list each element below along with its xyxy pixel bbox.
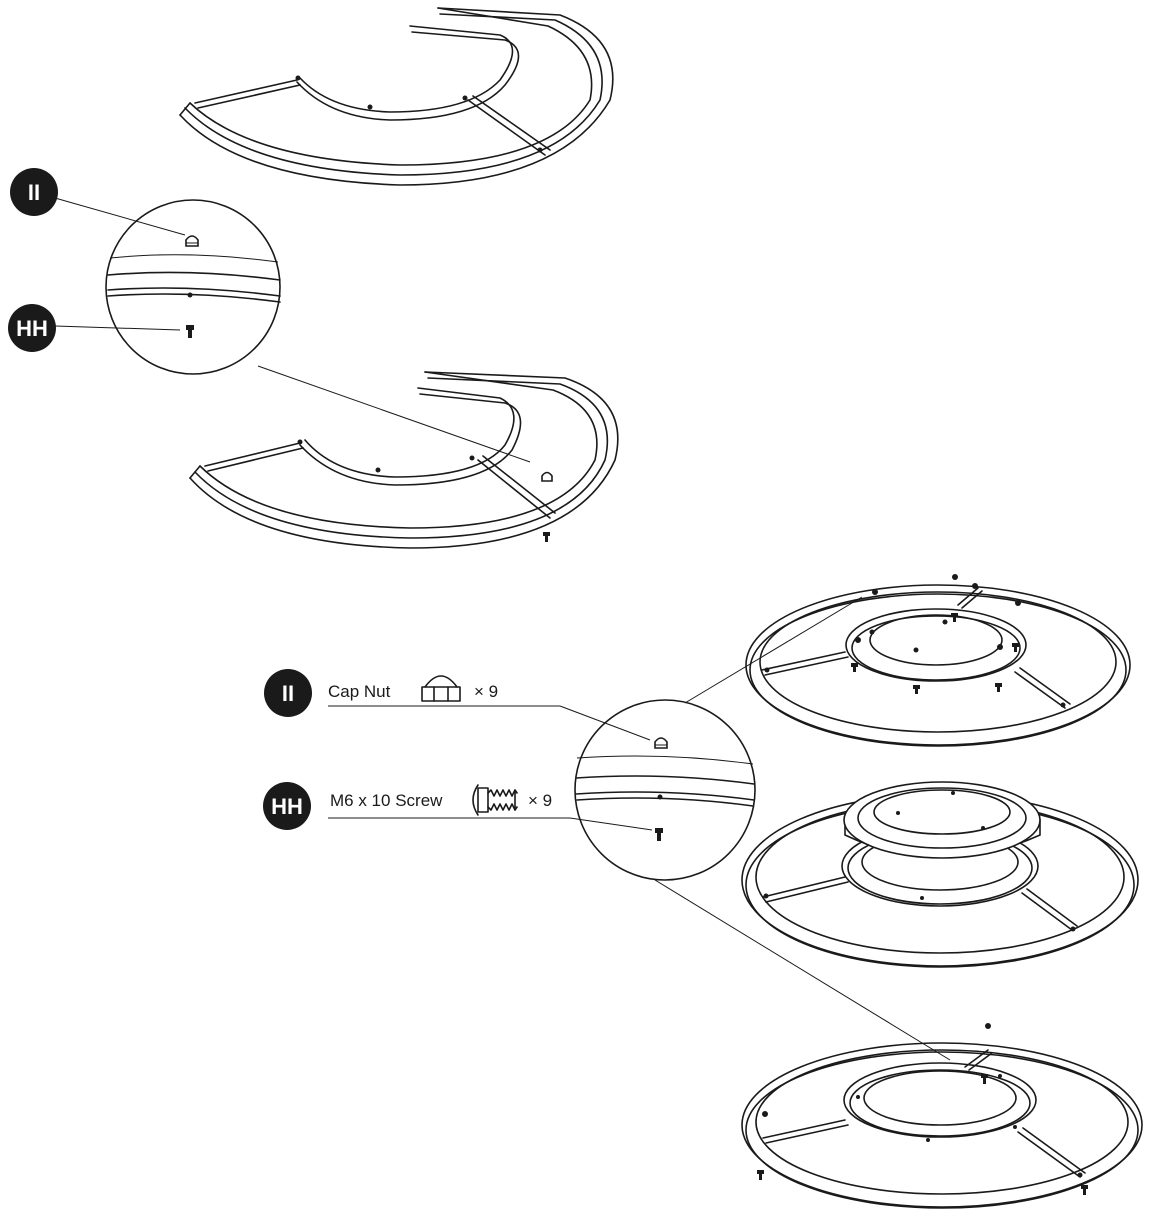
half-ring-middle (189, 371, 619, 549)
legend-cap-nut-qty: × 9 (474, 682, 498, 701)
full-disc-top (745, 574, 1131, 747)
screw-icon (186, 325, 194, 338)
legend-cap-nut-badge: II (282, 681, 294, 706)
legend-screw-badge: HH (271, 794, 303, 819)
badge-ii-left: II (10, 168, 58, 216)
legend-screw-name: M6 x 10 Screw (330, 791, 443, 810)
full-disc-bottom (741, 1023, 1143, 1209)
screw-icon (472, 784, 518, 816)
detail-magnifier-left (54, 197, 531, 463)
half-ring-top (179, 7, 614, 186)
cap-nut-icon (421, 675, 461, 702)
badge-ii-left-label: II (28, 180, 40, 205)
legend-cap-nut: II Cap Nut × 9 (264, 669, 498, 717)
full-disc-stacked (741, 781, 1139, 968)
badge-hh-left-label: HH (16, 316, 48, 341)
legend-screw: HH M6 x 10 Screw × 9 (263, 782, 552, 830)
cap-nut-icon (185, 235, 199, 247)
badge-hh-left: HH (8, 304, 56, 352)
detail-magnifier-right (328, 596, 951, 1061)
legend-screw-qty: × 9 (528, 791, 552, 810)
legend-cap-nut-name: Cap Nut (328, 682, 391, 701)
